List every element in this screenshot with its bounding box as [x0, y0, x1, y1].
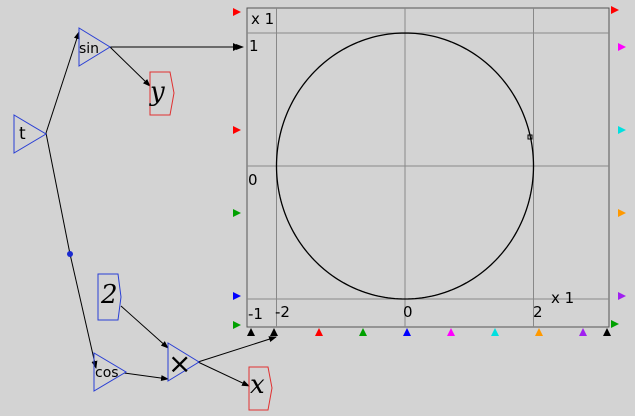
bottom-marker-purple[interactable]: [579, 328, 587, 336]
block-sin[interactable]: sin: [78, 27, 111, 67]
output-y-label: y: [149, 77, 165, 107]
left-marker-green-bottom[interactable]: [233, 321, 241, 329]
wire-junction-dot: [67, 251, 73, 257]
left-marker-black[interactable]: [233, 43, 241, 51]
constant-two-label: 2: [100, 280, 118, 310]
output-y[interactable]: y: [149, 71, 175, 116]
block-times-label: ×: [168, 347, 191, 380]
plot-grid: [247, 8, 609, 327]
y-tick-neg1: -1: [248, 305, 263, 323]
right-marker-cyan[interactable]: [618, 126, 626, 134]
left-marker-red[interactable]: [233, 126, 241, 134]
block-cos[interactable]: cos: [93, 352, 127, 392]
bottom-marker-orange[interactable]: [535, 328, 543, 336]
bottom-marker-magenta[interactable]: [447, 328, 455, 336]
wire-cos-times: [123, 372, 169, 382]
series-curve: [275, 32, 535, 300]
right-marker-purple[interactable]: [618, 292, 626, 300]
right-marker-green-bottom[interactable]: [611, 320, 619, 328]
block-sin-shape: [78, 27, 111, 67]
bottom-marker-green[interactable]: [359, 328, 367, 336]
block-sin-label: sin: [79, 41, 99, 57]
output-x-label: x: [250, 370, 265, 400]
right-marker-magenta[interactable]: [618, 43, 626, 51]
series-start-marker: [527, 134, 533, 140]
bottom-marker-red[interactable]: [315, 328, 323, 336]
block-times-shape: [167, 342, 200, 382]
output-x-shape: [248, 366, 273, 411]
plot-input-markers[interactable]: [233, 6, 626, 336]
right-marker-red-top[interactable]: [611, 6, 619, 14]
block-times[interactable]: ×: [167, 342, 200, 382]
x-tick-2: 2: [533, 303, 543, 321]
y-tick-0: 0: [248, 171, 258, 189]
wire-junction-cos: [69, 253, 98, 369]
block-cos-shape: [93, 352, 127, 392]
bottom-marker-black-left[interactable]: [247, 328, 255, 336]
block-t-shape: [13, 114, 47, 154]
x-tick-neg2: -2: [275, 303, 290, 321]
wire-sin-y: [109, 46, 151, 87]
left-marker-red-top[interactable]: [233, 8, 241, 16]
bottom-marker-blue[interactable]: [403, 328, 411, 336]
plot[interactable]: x 1 x 1 1 0 -1 -2 0 2: [246, 7, 610, 328]
wire-two-times: [120, 305, 169, 349]
block-t-label: t: [19, 124, 26, 144]
right-marker-orange[interactable]: [618, 209, 626, 217]
bottom-marker-cyan[interactable]: [491, 328, 499, 336]
bottom-marker-black[interactable]: [270, 328, 278, 336]
wire-times-plot: [197, 336, 277, 363]
y-tick-1: 1: [249, 37, 259, 55]
wire-times-x: [197, 361, 250, 387]
bottom-marker-black-right[interactable]: [603, 328, 611, 336]
y-scale-label: x 1: [251, 10, 274, 28]
block-t[interactable]: t: [13, 114, 47, 154]
block-cos-label: cos: [95, 365, 119, 381]
wire-t-junction: [45, 132, 71, 255]
x-scale-label: x 1: [551, 289, 574, 307]
output-x[interactable]: x: [248, 366, 273, 411]
wires: [45, 31, 277, 387]
constant-two-shape: [97, 273, 122, 321]
wire-t-sin: [45, 31, 80, 134]
x-tick-0: 0: [403, 303, 413, 321]
plot-frame: [246, 7, 610, 328]
output-y-shape: [149, 71, 175, 116]
constant-two[interactable]: 2: [97, 273, 122, 321]
left-marker-green[interactable]: [233, 209, 241, 217]
left-marker-blue[interactable]: [233, 292, 241, 300]
